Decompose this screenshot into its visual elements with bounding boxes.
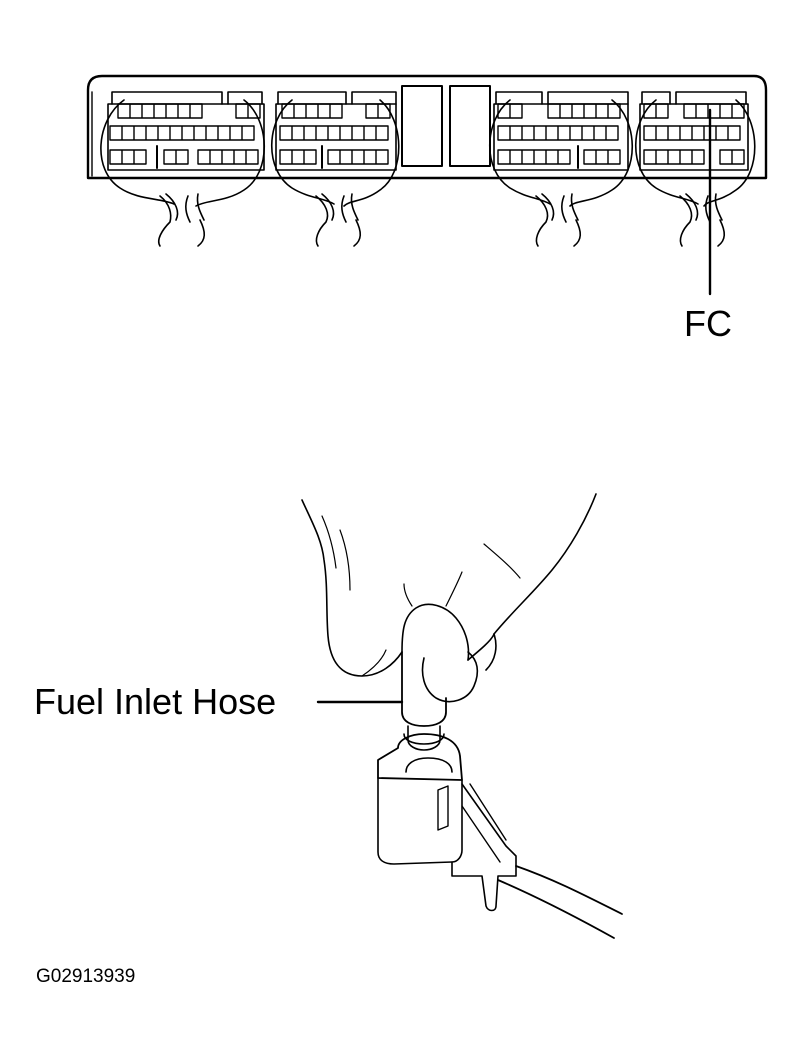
wire-bundle-4 bbox=[679, 193, 726, 247]
connector-4 bbox=[635, 91, 756, 247]
wire-bundle-1 bbox=[157, 193, 206, 247]
fuel-hose-illustration bbox=[301, 493, 623, 939]
lock-window-left bbox=[401, 85, 443, 167]
wire-bundle-3 bbox=[535, 193, 582, 247]
wire-loop-4 bbox=[635, 99, 756, 207]
hand-outline bbox=[301, 499, 403, 677]
wire-loop-2 bbox=[271, 99, 400, 207]
connector-3 bbox=[489, 91, 633, 247]
lock-window-right bbox=[449, 85, 491, 167]
wire-loop-1 bbox=[100, 99, 265, 207]
figure-code: G02913939 bbox=[36, 966, 135, 987]
fc-label: FC bbox=[684, 303, 732, 344]
ecu-connector-block bbox=[86, 74, 768, 296]
connector-housing bbox=[86, 74, 768, 180]
hose-sleeve bbox=[401, 651, 447, 727]
wire-loop-3 bbox=[489, 99, 633, 207]
connector-1 bbox=[100, 91, 265, 247]
wire-bundle-2 bbox=[315, 193, 362, 247]
fitting-block bbox=[377, 733, 463, 781]
fuel-tube bbox=[497, 865, 623, 939]
fitting-bracket bbox=[451, 783, 517, 912]
hose-nipple bbox=[403, 725, 445, 751]
connector-2 bbox=[271, 91, 400, 247]
fuel-inlet-hose-label: Fuel Inlet Hose bbox=[34, 681, 276, 722]
